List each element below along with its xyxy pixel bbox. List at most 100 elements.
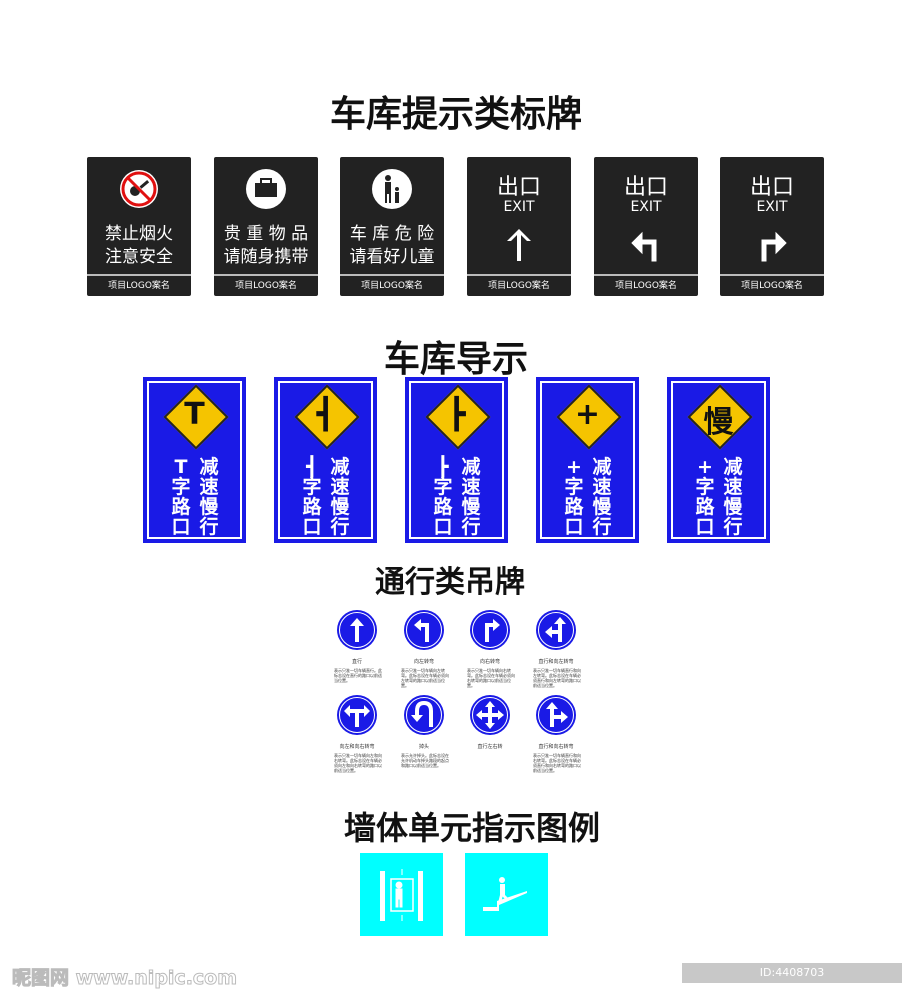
glyph: + xyxy=(697,456,713,478)
sign-footer: 项目LOGO案名 xyxy=(594,274,698,296)
garage-sign: 贵 重 物 品请随身携带项目LOGO案名 xyxy=(214,157,318,296)
diamond-symbol: 慢 xyxy=(703,405,734,440)
text-column-right: 减速慢行 xyxy=(460,457,482,537)
sign-description: 表示允许掉头。此标志设在允许机动车掉头路段的起点和路口以前适当位置。 xyxy=(401,753,449,768)
diamond-symbol: ┫ xyxy=(316,397,335,432)
glyph: 行 xyxy=(592,516,612,538)
glyph: 慢 xyxy=(461,496,481,518)
guide-sign: ┣ ┣字路口减速慢行 xyxy=(405,377,508,543)
sign-line-2: EXIT xyxy=(630,199,662,215)
glyph: 速 xyxy=(461,476,481,498)
sign-title: 掉头 xyxy=(418,744,429,750)
glyph: 字 xyxy=(695,476,715,498)
sign-footer: 项目LOGO案名 xyxy=(467,274,571,296)
sign-description: 表示只准一切车辆直行。此标志设在直行的路口以前适当位置。 xyxy=(334,668,382,683)
glyph: 路 xyxy=(302,496,322,518)
sign-line-1: 车 库 危 险 xyxy=(349,224,435,244)
garage-sign: 车 库 危 险请看好儿童项目LOGO案名 xyxy=(340,157,444,296)
garage-sign: 禁止烟火注意安全项目LOGO案名 xyxy=(87,157,191,296)
elevator-icon xyxy=(380,869,423,921)
sign-description: 表示只准一切车辆向左和向右转弯。此标志设在车辆必须向左和向右转弯的路口以前适当位… xyxy=(334,753,382,773)
glyph: 慢 xyxy=(592,496,612,518)
glyph: 字 xyxy=(433,476,453,498)
glyph: 慢 xyxy=(723,496,743,518)
sign-line-1: 出口 xyxy=(623,175,668,200)
glyph: 行 xyxy=(199,516,219,538)
title-garage-tips: 车库提示类标牌 xyxy=(329,94,582,135)
sign-title: 向右转弯 xyxy=(479,659,500,665)
glyph: 行 xyxy=(723,516,743,538)
sign-description: 表示只准一切车辆直行和向左转弯。此标志设在车辆必须直行和向左转弯的路口以前适当位… xyxy=(533,668,581,688)
sign-title: 直行 xyxy=(351,659,362,665)
glyph: 路 xyxy=(433,496,453,518)
glyph: + xyxy=(566,456,582,478)
diamond-symbol: + xyxy=(574,397,601,432)
image-id: ID:4408703 NO:20200627065227671671 xyxy=(682,963,902,993)
sign-title: 向左转弯 xyxy=(413,659,434,665)
glyph: ┫ xyxy=(306,456,318,478)
glyph: 口 xyxy=(564,516,584,538)
glyph: 口 xyxy=(433,516,453,538)
glyph: 减 xyxy=(330,456,350,478)
straight-right-arrow-sign-icon xyxy=(536,695,576,735)
sign-footer: 项目LOGO案名 xyxy=(340,274,444,296)
text-column-left: ┣字路口 xyxy=(432,457,454,537)
sign-footer: 项目LOGO案名 xyxy=(87,274,191,296)
sign-line-1: 出口 xyxy=(496,175,541,200)
sign-title: 直行左右转 xyxy=(477,744,503,750)
sign-title: 向左和向右转弯 xyxy=(339,744,375,750)
glyph: 速 xyxy=(592,476,612,498)
glyph: 慢 xyxy=(330,496,350,518)
glyph: 减 xyxy=(461,456,481,478)
sign-line-2: 请看好儿童 xyxy=(349,247,435,267)
sign-line-2: EXIT xyxy=(503,199,535,215)
diamond-symbol: ┣ xyxy=(447,397,466,432)
stairs-legend xyxy=(465,853,548,936)
text-column-left: +字路口 xyxy=(563,457,585,537)
sign-line-1: 禁止烟火 xyxy=(105,224,173,244)
glyph: 速 xyxy=(330,476,350,498)
text-column-left: +字路口 xyxy=(694,457,716,537)
glyph: 字 xyxy=(302,476,322,498)
sign-line-2: 注意安全 xyxy=(105,247,173,267)
sign-description: 表示只准一切车辆向右转弯。此标志设在车辆必须向右转弯的路口以前适当位置。 xyxy=(467,668,515,688)
glyph: 路 xyxy=(171,496,191,518)
glyph: 减 xyxy=(592,456,612,478)
glyph: 口 xyxy=(302,516,322,538)
sign-title: 直行和向右转弯 xyxy=(538,744,574,750)
sign-footer: 项目LOGO案名 xyxy=(720,274,824,296)
stairs-icon xyxy=(483,877,527,911)
sign-line-2: 请随身携带 xyxy=(223,247,309,267)
right-arrow-sign-icon xyxy=(470,610,510,650)
text-column-right: 减速慢行 xyxy=(722,457,744,537)
elevator-legend xyxy=(360,853,443,936)
glyph: 减 xyxy=(199,456,219,478)
glyph: 口 xyxy=(695,516,715,538)
adult-child-icon xyxy=(372,169,412,209)
left-right-arrow-sign-icon xyxy=(337,695,377,735)
glyph: 口 xyxy=(171,516,191,538)
text-column-right: 减速慢行 xyxy=(329,457,351,537)
luggage-icon xyxy=(246,169,286,209)
glyph: 行 xyxy=(330,516,350,538)
sign-line-1: 贵 重 物 品 xyxy=(223,224,309,244)
title-hanging-signs: 通行类吊牌 xyxy=(375,565,525,600)
glyph: 速 xyxy=(199,476,219,498)
arrow-right-turn-icon xyxy=(761,231,787,262)
glyph: 字 xyxy=(171,476,191,498)
glyph: 行 xyxy=(461,516,481,538)
text-column-left: ┫字路口 xyxy=(301,457,323,537)
glyph: 字 xyxy=(564,476,584,498)
left-arrow-sign-icon xyxy=(404,610,444,650)
guide-sign: ++字路口减速慢行 xyxy=(536,377,639,543)
diamond-symbol: T xyxy=(184,397,205,432)
text-column-right: 减速慢行 xyxy=(591,457,613,537)
guide-sign: 慢 +字路口减速慢行 xyxy=(667,377,770,543)
sign-line-2: EXIT xyxy=(756,199,788,215)
guide-sign: ┫┫字路口减速慢行 xyxy=(274,377,377,543)
glyph: 减 xyxy=(723,456,743,478)
